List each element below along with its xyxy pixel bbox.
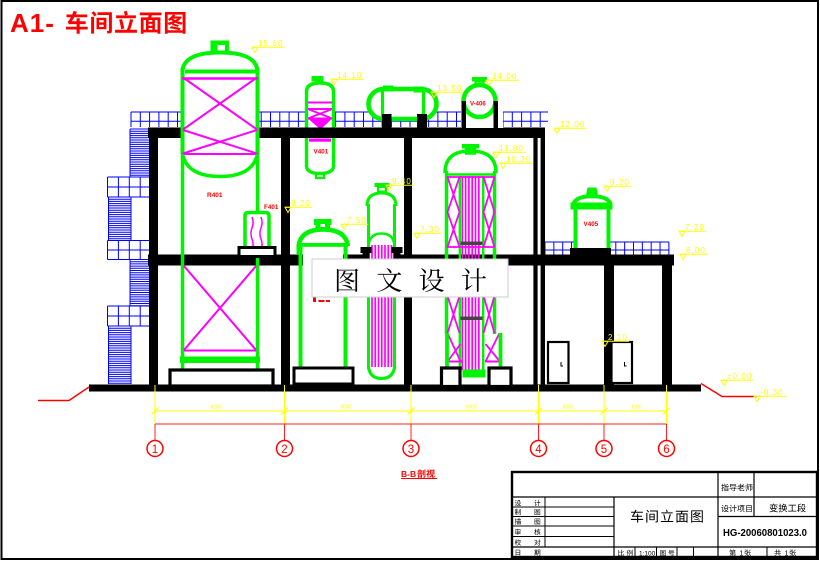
svg-text:V405: V405 (584, 221, 599, 228)
svg-text:6: 6 (663, 444, 669, 456)
svg-text:2: 2 (281, 444, 287, 456)
svg-text:V-406: V-406 (470, 102, 486, 108)
svg-text:HG-20060801023.0: HG-20060801023.0 (723, 527, 807, 539)
svg-text:9.20: 9.20 (610, 178, 630, 187)
svg-text:12.00: 12.00 (560, 120, 586, 129)
svg-text:1:100: 1:100 (639, 551, 656, 558)
svg-text:7.50: 7.50 (347, 216, 367, 225)
svg-text:6000: 6000 (210, 405, 221, 411)
svg-text:3000: 3000 (562, 405, 573, 411)
svg-text:6000: 6000 (340, 405, 351, 411)
svg-text:R401: R401 (207, 192, 223, 199)
svg-text:9.40: 9.40 (392, 177, 412, 186)
svg-text:2.10: 2.10 (608, 333, 628, 342)
svg-text:8.20: 8.20 (291, 199, 311, 208)
svg-text:6.00: 6.00 (686, 246, 706, 255)
svg-text:F401: F401 (264, 204, 279, 211)
svg-text:4: 4 (535, 444, 542, 456)
svg-text:3000: 3000 (630, 405, 641, 411)
svg-text:11.80: 11.80 (499, 144, 524, 153)
svg-text:14.00: 14.00 (492, 72, 518, 81)
svg-text:B-B: B-B (401, 469, 416, 479)
svg-text:6000: 6000 (465, 405, 476, 411)
svg-text:±0.00: ±0.00 (727, 372, 752, 381)
svg-text:7.30: 7.30 (420, 225, 440, 234)
svg-text:1: 1 (785, 551, 789, 558)
svg-text:A1-: A1- (10, 8, 55, 38)
svg-text:1: 1 (152, 444, 158, 456)
svg-text:14.10: 14.10 (337, 71, 363, 80)
svg-text:1: 1 (740, 551, 744, 558)
svg-text:10.20: 10.20 (506, 155, 532, 164)
svg-text:7.20: 7.20 (685, 223, 705, 232)
svg-text:V401: V401 (314, 149, 329, 156)
svg-text:5: 5 (601, 444, 607, 456)
svg-text:3: 3 (408, 444, 414, 456)
svg-text:13.50: 13.50 (437, 84, 463, 93)
svg-text:15.60: 15.60 (258, 39, 284, 48)
svg-text:-0.30: -0.30 (760, 388, 784, 397)
